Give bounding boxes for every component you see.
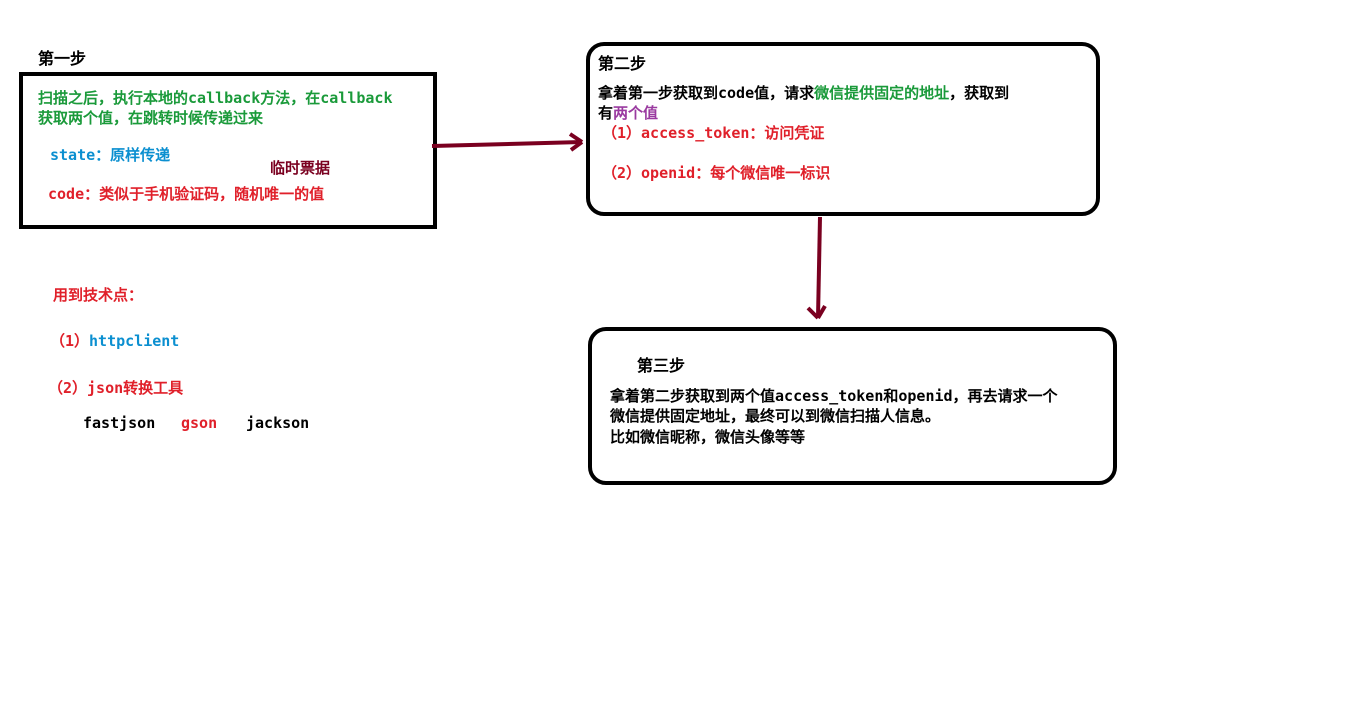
step2-box [586,42,1100,216]
tech-item1: （1）httpclient [50,330,179,351]
step2-line1-a: 拿着第一步获取到code值，请求 [598,84,815,102]
step2-title: 第二步 [598,54,647,73]
step2-item2: （2）openid：每个微信唯一标识 [602,164,831,182]
arrow-step1-to-step2 [431,132,584,152]
step2-line2: 有两个值 [598,102,658,123]
step3-title: 第三步 [637,356,686,375]
step2-line1-b: 微信提供固定的地址 [814,84,950,102]
tech-lib-jackson: jackson [246,414,310,432]
step2-line2-b: 两个值 [613,104,659,122]
step3-line2: 微信提供固定地址，最终可以到微信扫描人信息。 [610,407,941,425]
tech-item2: （2）json转换工具 [48,379,184,397]
tech-item1-name: httpclient [89,332,180,350]
step3-line3: 比如微信昵称，微信头像等等 [610,428,806,446]
step1-state: state：原样传递 [50,146,171,164]
step2-item1: （1）access_token：访问凭证 [602,124,825,142]
step1-code: code：类似于手机验证码，随机唯一的值 [48,185,325,203]
tech-item1-prefix: （1） [50,332,90,350]
step1-desc-line2: 获取两个值，在跳转时候传递过来 [38,109,264,127]
step1-box [19,72,437,229]
step2-line2-a: 有 [598,104,614,122]
tech-title: 用到技术点： [53,286,144,304]
step3-line1: 拿着第二步获取到两个值access_token和openid，再去请求一个 [610,387,1058,405]
step1-title: 第一步 [38,49,87,68]
tech-lib-fastjson: fastjson [83,414,156,432]
step1-temp-note: 临时票据 [270,159,331,177]
step3-box [588,327,1117,485]
tech-lib-gson: gson [181,414,218,432]
step1-desc-line1: 扫描之后，执行本地的callback方法，在callback [38,89,393,107]
arrow-step2-to-step3 [806,216,827,320]
step2-line1-c: ，获取到 [949,84,1010,102]
step2-line1: 拿着第一步获取到code值，请求微信提供固定的地址，获取到 [598,82,1009,103]
